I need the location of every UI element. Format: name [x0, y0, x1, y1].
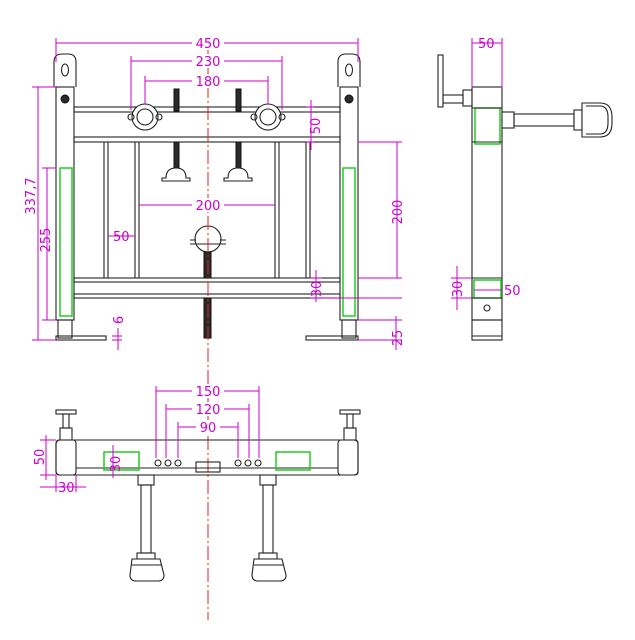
front-left-highlight — [59, 167, 73, 317]
dim-top-30-left: 30 — [58, 481, 75, 496]
side-top-stem — [442, 94, 464, 104]
top-view — [55, 409, 361, 582]
front-right-foot-plate — [305, 335, 359, 341]
front-left-slot — [60, 63, 70, 77]
top-right-pipe-cap — [251, 558, 287, 582]
front-right-inlet-outer — [254, 103, 282, 131]
dim-side-30: 30 — [451, 281, 466, 298]
dim-90: 90 — [200, 421, 217, 436]
dim-150: 150 — [196, 385, 221, 400]
top-right-pipe-collar — [259, 474, 277, 486]
front-dimensions: 450 230 180 50 337,7 255 200 — [24, 36, 406, 350]
front-right-rod — [235, 141, 242, 169]
side-pipe-cap — [581, 102, 613, 138]
top-left-knob-collar — [59, 427, 73, 441]
top-right-knob-collar — [343, 427, 357, 441]
side-foot-hole — [483, 304, 491, 312]
side-top-collar — [462, 89, 473, 107]
front-left-inlet-ear-l — [127, 113, 135, 121]
side-foot — [471, 319, 503, 341]
front-right-foot-leg — [341, 319, 357, 339]
front-left-inlet-outer — [131, 103, 159, 131]
dim-side-rail-50: 50 — [504, 284, 521, 299]
top-left-post — [55, 439, 77, 476]
dim-450: 450 — [196, 37, 221, 52]
side-top-plate — [437, 54, 444, 108]
top-right-knob-cap — [339, 409, 361, 415]
top-left-knob-cap — [55, 409, 77, 415]
top-right-highlight — [275, 451, 311, 471]
side-pipe-connector — [501, 111, 515, 129]
dim-25: 25 — [391, 330, 406, 347]
top-left-pipe — [140, 484, 152, 554]
dim-bottom-30: 30 — [310, 281, 325, 298]
top-hole-4 — [234, 459, 242, 467]
top-hole-3 — [174, 459, 182, 467]
top-left-pipe-cap — [129, 558, 165, 582]
side-dimensions: 50 30 50 — [451, 37, 521, 310]
top-left-pipe-collar — [137, 474, 155, 486]
top-hole-6 — [254, 459, 262, 467]
top-right-post — [337, 439, 359, 476]
front-left-rod-top — [173, 88, 180, 112]
top-left-knob-stem — [62, 413, 70, 429]
dim-120: 120 — [196, 403, 221, 418]
front-right-slot — [344, 63, 354, 77]
top-dimensions: 150 120 90 50 30 30 — [33, 384, 260, 496]
top-right-knob-stem — [346, 413, 354, 429]
side-lower-highlight — [473, 279, 502, 299]
front-top-rail — [73, 106, 341, 113]
dim-side-50: 50 — [478, 37, 495, 52]
front-bottom-rail-lower — [73, 293, 341, 299]
dim-180: 180 — [196, 75, 221, 90]
front-view — [53, 40, 361, 620]
front-right-rod-top — [235, 88, 242, 112]
front-left-foot-leg — [57, 319, 73, 339]
front-bottom-rail-upper — [73, 277, 341, 283]
front-right-inlet-inner — [259, 108, 277, 126]
top-frame — [55, 439, 359, 476]
dim-rail-50: 50 — [309, 118, 324, 135]
side-pipe-collar — [573, 109, 583, 131]
dim-post-50: 50 — [113, 230, 130, 245]
front-right-inlet-ear-r — [278, 113, 286, 121]
dim-top-30-rail: 30 — [109, 456, 124, 473]
top-right-pipe-ring — [258, 552, 278, 560]
top-right-pipe — [262, 484, 274, 554]
dim-200-vertical: 200 — [391, 200, 406, 225]
front-left-inlet-ear-r — [155, 113, 163, 121]
dim-255: 255 — [39, 228, 54, 253]
top-center-slot — [195, 461, 221, 473]
front-right-top-plate — [337, 53, 361, 87]
top-hole-2 — [164, 459, 172, 467]
front-left-rod — [173, 141, 180, 169]
dim-337-7: 337,7 — [24, 177, 39, 214]
front-right-bolt — [344, 94, 354, 104]
front-left-inlet-inner — [136, 108, 154, 126]
dim-6: 6 — [112, 316, 127, 324]
top-hole-5 — [244, 459, 252, 467]
front-right-highlight — [342, 167, 356, 317]
dim-200-horizontal: 200 — [196, 199, 221, 214]
top-left-highlight — [103, 451, 140, 471]
front-left-bolt — [60, 94, 70, 104]
front-left-top-plate — [53, 53, 77, 87]
front-right-inlet-ear-l — [250, 113, 258, 121]
dim-top-50: 50 — [33, 449, 48, 466]
side-pipe — [513, 113, 575, 127]
front-right-clamp — [223, 167, 253, 182]
front-upper-rail — [73, 136, 341, 143]
side-upper-highlight — [474, 107, 501, 145]
side-view — [437, 54, 613, 341]
top-left-pipe-ring — [136, 552, 156, 560]
dim-230: 230 — [196, 55, 221, 70]
top-hole-1 — [154, 459, 162, 467]
side-post — [471, 86, 503, 321]
front-left-foot-plate — [55, 335, 107, 341]
front-left-clamp — [161, 167, 191, 182]
